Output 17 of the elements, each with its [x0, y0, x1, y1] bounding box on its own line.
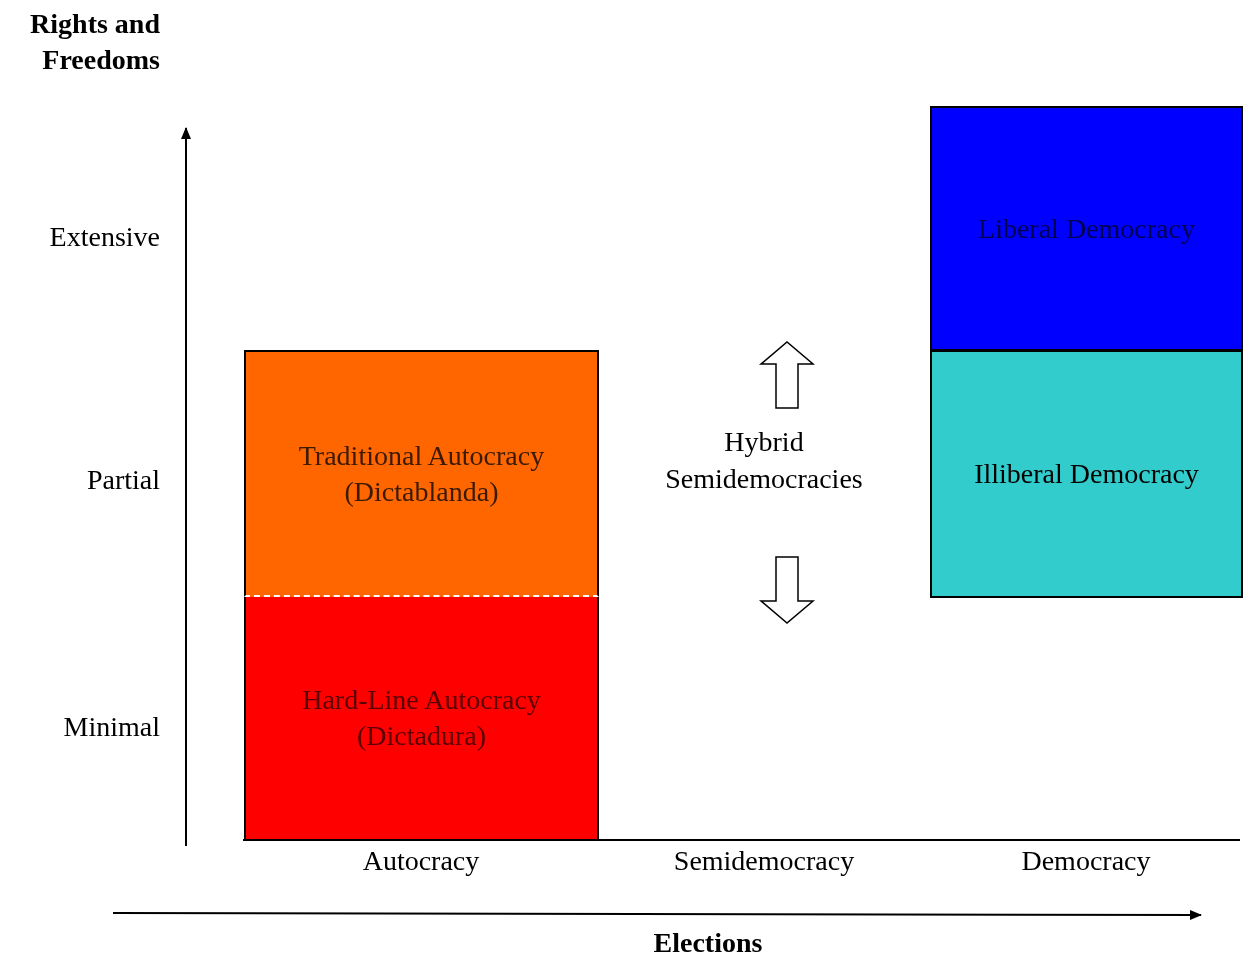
axis-title: Rights and Freedoms	[29, 7, 160, 77]
box-label: Hard-Line Autocracy (Dictadura)	[301, 683, 542, 753]
autocracy-box	[244, 597, 599, 841]
autocracy-box	[244, 350, 599, 597]
axis-title: Elections	[652, 926, 764, 957]
region-label: Hybrid Semidemocracies	[664, 425, 864, 496]
axis-tick-label: Extensive	[48, 220, 160, 254]
axis-tick-label: Semidemocracy	[672, 844, 856, 878]
box-label: Traditional Autocracy (Dictablanda)	[297, 438, 546, 509]
box-label: Liberal Democracy	[977, 211, 1196, 246]
democracy-box	[930, 106, 1243, 351]
axis-tick-label: Partial	[85, 463, 160, 497]
axis-tick-label: Democracy	[1020, 844, 1152, 878]
axis-tick-label: Autocracy	[361, 844, 481, 878]
democracy-box	[930, 350, 1243, 598]
axis-tick-label: Minimal	[62, 710, 160, 744]
box-label: Illiberal Democracy	[973, 457, 1200, 491]
